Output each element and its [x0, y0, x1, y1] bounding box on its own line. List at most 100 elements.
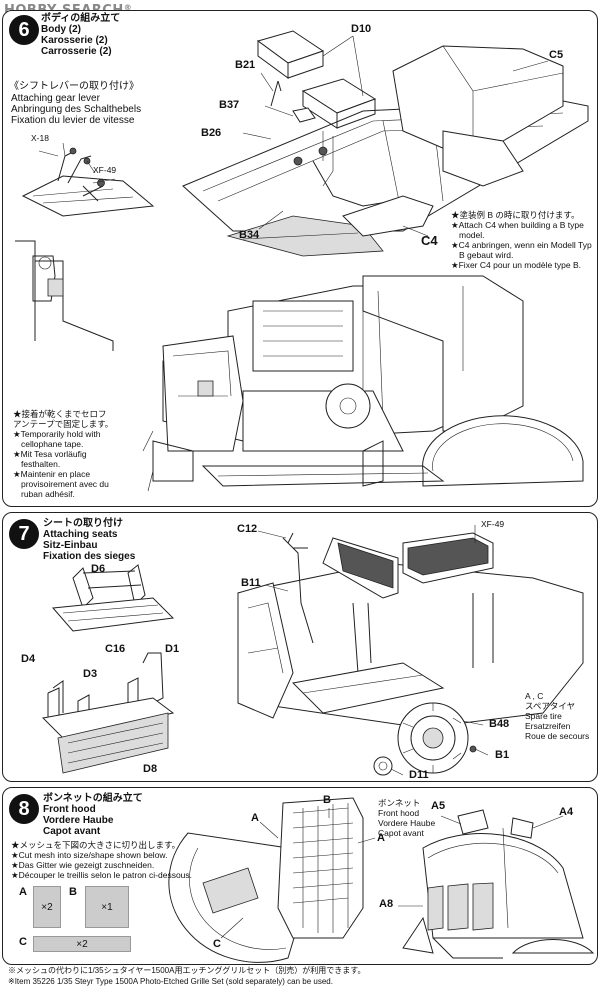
label-c12: C12	[237, 523, 258, 535]
footer-note-en: ※Item 35226 1/35 Steyr Type 1500A Photo-…	[8, 977, 333, 986]
mesh-piece-c: ×2	[33, 936, 131, 952]
step-8-title-fr: Capot avant	[43, 826, 101, 837]
note-c4-line: ★C4 anbringen, wenn ein Modell Typ	[451, 240, 592, 250]
label-d1: D1	[165, 643, 180, 655]
step-7-number: 7	[9, 519, 39, 549]
note-tape-line: ★Maintenir en place	[13, 469, 91, 479]
mesh-label-c: C	[19, 936, 27, 948]
hood-label-a-right: A	[377, 832, 385, 844]
step-6-title-en: Body (2)	[41, 24, 81, 35]
label-b34: B34	[239, 229, 260, 241]
label-c4: C4	[421, 233, 438, 248]
exploded-body-assembly	[182, 30, 589, 257]
note-tape-line: ruban adhésif.	[21, 489, 75, 499]
step-6-panel: 6 ボディの組み立て Body (2) Karosserie (2) Carro…	[2, 10, 598, 507]
gear-lever-inset	[21, 147, 155, 217]
mesh-piece-a: ×2	[33, 886, 61, 928]
mesh-qty-b: ×1	[101, 901, 113, 913]
label-d8: D8	[143, 763, 158, 775]
note-tape-line: provisoirement avec du	[21, 479, 109, 489]
note-c4-line: B gebaut wird.	[459, 250, 514, 260]
step-8-title-jp: ボンネットの組み立て	[43, 793, 143, 804]
step-7-diagram	[41, 525, 584, 776]
label-x18: X-18	[31, 133, 49, 143]
step-6-title-jp: ボディの組み立て	[41, 13, 121, 24]
leader-lines-step7	[257, 525, 489, 776]
gear-lever-title-de: Anbringung des Schalthebels	[11, 104, 142, 115]
label-d4: D4	[21, 653, 36, 665]
step-8-diagram	[168, 797, 595, 963]
step-8-title-en: Front hood	[43, 804, 96, 815]
gear-lever-title-en: Attaching gear lever	[11, 93, 100, 104]
label-d10: D10	[351, 23, 372, 35]
step-7-title-fr: Fixation des sieges	[43, 551, 136, 562]
mesh-qty-c: ×2	[76, 938, 88, 950]
label-c16: C16	[105, 643, 126, 655]
label-xf49-seat: XF-49	[481, 519, 505, 529]
hood-label-a5: A5	[431, 800, 446, 812]
label-c5: C5	[549, 49, 564, 61]
note-c4-line: ★塗装例 B の時に取り付けます。	[451, 210, 580, 220]
leader-lines	[62, 35, 549, 237]
step-6-title-de: Karosserie (2)	[41, 35, 108, 46]
hood-label-c: C	[213, 938, 221, 950]
windshield-detail-inset	[15, 240, 114, 351]
label-b1: B1	[495, 749, 510, 761]
step-6-number: 6	[9, 15, 39, 45]
hood-label-b: B	[323, 794, 331, 806]
gear-lever-title-fr: Fixation du levier de vitesse	[11, 115, 135, 126]
note-c4-line: ★Attach C4 when building a B type	[451, 220, 584, 230]
main-body-assembly	[142, 275, 584, 492]
note-tape-line: アンテープで固定します。	[13, 419, 114, 429]
mesh-piece-b: ×1	[85, 886, 129, 928]
spare-tire-en: Spare tire	[525, 711, 562, 721]
spare-ac-badge: A , C	[525, 691, 544, 701]
label-b37: B37	[219, 99, 240, 111]
step-6-title-fr: Carrosserie (2)	[41, 46, 112, 57]
spare-tire-jp: スペアタイヤ	[525, 701, 576, 711]
hood-name-jp: ボンネット	[378, 798, 421, 808]
hood-label-a: A	[251, 812, 259, 824]
mesh-label-b: B	[69, 886, 77, 898]
seat-d4-d3-d1-d8	[41, 652, 175, 774]
mesh-note-jp: ★メッシュを下図の大きさに切り出します。	[11, 840, 181, 850]
seat-d6-c16	[51, 564, 175, 632]
note-tape-line: ★Mit Tesa vorläufig	[13, 449, 87, 459]
step-8-title-de: Vordere Haube	[43, 815, 114, 826]
note-tape-line: cellophane tape.	[21, 439, 84, 449]
hood-name-en: Front hood	[378, 808, 420, 818]
label-d6: D6	[91, 563, 106, 575]
mesh-note-de: ★Das Gitter wie gezeigt zuschneiden.	[11, 860, 155, 870]
note-c4-line: model.	[459, 230, 485, 240]
spare-tire-de: Ersatzreifen	[525, 721, 571, 731]
label-b26: B26	[201, 127, 222, 139]
note-c4-line: ★Fixer C4 pour un modèle type B.	[451, 260, 581, 270]
spare-tire-step7	[373, 702, 477, 776]
label-d3: D3	[83, 668, 98, 680]
mesh-qty-a: ×2	[41, 901, 53, 913]
spare-tire-fr: Roue de secours	[525, 731, 590, 741]
hood-label-a8: A8	[379, 898, 394, 910]
footer-note-jp: ※メッシュの代わりに1/35シュタイヤー1500A用エッチンググリルセット（別売…	[8, 966, 366, 975]
mesh-note-fr: ★Découper le treillis selon le patron ci…	[11, 870, 193, 880]
gear-lever-title-jp: 《シフトレバーの取り付け》	[9, 81, 139, 92]
step-7-panel: 7 シートの取り付け Attaching seats Sitz-Einbau F…	[2, 512, 598, 782]
label-b21: B21	[235, 59, 256, 71]
vehicle-body-step7	[237, 532, 584, 729]
label-xf49-gear: XF-49	[93, 165, 117, 175]
note-tape-line: ★Temporarily hold with	[13, 429, 101, 439]
label-b48: B48	[489, 718, 510, 730]
hood-name-de: Vordere Haube	[378, 818, 436, 828]
mesh-label-a: A	[19, 886, 27, 898]
mesh-note-en: ★Cut mesh into size/shape shown below.	[11, 850, 168, 860]
hood-exterior-assembly	[402, 809, 595, 959]
note-tape-line: festhalten.	[21, 459, 61, 469]
leader-lines-step8	[220, 808, 564, 939]
label-d11: D11	[409, 769, 429, 781]
step-7-title-jp: シートの取り付け	[43, 518, 123, 529]
label-b11: B11	[241, 577, 261, 589]
step-8-panel: 8 ボンネットの組み立て Front hood Vordere Haube Ca…	[2, 787, 598, 965]
hood-name-fr: Capot avant	[378, 828, 424, 838]
hood-interior-assembly	[168, 797, 364, 963]
step-7-title-en: Attaching seats	[43, 529, 118, 540]
